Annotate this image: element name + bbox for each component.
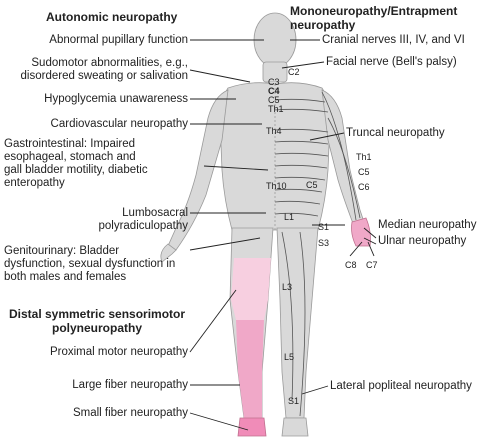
label-lumbosacral: Lumbosacral polyradiculopathy [98, 207, 188, 232]
label-facial-nerve: Facial nerve (Bell's palsy) [326, 56, 457, 68]
label-lateral-popliteal: Lateral popliteal neuropathy [330, 380, 472, 392]
label-sudomotor: Sudomotor abnormalities, e.g., disordere… [20, 57, 188, 82]
seg-th4: Th4 [266, 126, 282, 136]
label-small-fiber: Small fiber neuropathy [72, 407, 188, 419]
label-gastrointestinal: Gastrointestinal: Impaired esophageal, s… [4, 138, 148, 189]
seg-s1: S1 [318, 222, 330, 232]
seg-c6: C6 [358, 182, 370, 192]
label-cardiovascular: Cardiovascular neuropathy [50, 118, 188, 130]
mononeuropathy-heading: Mononeuropathy/Entrapment neuropathy [290, 4, 458, 32]
stocking-zone-lower [236, 320, 264, 418]
seg-s3: S3 [318, 238, 330, 248]
body-silhouette [167, 12, 365, 419]
label-median: Median neuropathy [378, 219, 477, 231]
seg-c5-trunk: C5 [306, 180, 318, 190]
autonomic-heading: Autonomic neuropathy [46, 10, 178, 24]
seg-c3: C3 [268, 77, 280, 87]
seg-l3: L3 [282, 282, 293, 292]
stocking-zone-upper [231, 258, 271, 320]
label-truncal: Truncal neuropathy [346, 127, 445, 139]
right-hand [351, 217, 371, 247]
leader-lines [189, 39, 377, 431]
seg-c7: C7 [366, 260, 378, 270]
label-large-fiber: Large fiber neuropathy [72, 379, 188, 391]
label-pupillary: Abnormal pupillary function [49, 34, 188, 46]
label-proximal-motor: Proximal motor neuropathy [49, 346, 188, 358]
left-foot [237, 417, 267, 437]
seg-s1-foot: S1 [288, 396, 300, 406]
dermatome-lines [274, 91, 361, 417]
right-foot [281, 417, 309, 437]
label-ulnar: Ulnar neuropathy [378, 235, 467, 247]
seg-c8: C8 [345, 260, 357, 270]
seg-th1: Th1 [268, 104, 284, 114]
label-genitourinary: Genitourinary: Bladder dysfunction, sexu… [4, 245, 176, 283]
seg-l5: L5 [284, 352, 295, 362]
left-hand [160, 243, 177, 263]
seg-c4: C4 [268, 86, 280, 96]
distal-heading: Distal symmetric sensorimotor polyneurop… [8, 307, 186, 335]
label-hypoglycemia: Hypoglycemia unawareness [44, 93, 188, 105]
label-cranial-nerves: Cranial nerves III, IV, and VI [322, 34, 465, 46]
seg-th1-arm: Th1 [356, 152, 372, 162]
seg-c5: C5 [268, 95, 280, 105]
seg-th10: Th10 [266, 181, 287, 191]
seg-c2: C2 [288, 67, 300, 77]
seg-l1: L1 [284, 212, 295, 222]
seg-c5-arm: C5 [358, 167, 370, 177]
